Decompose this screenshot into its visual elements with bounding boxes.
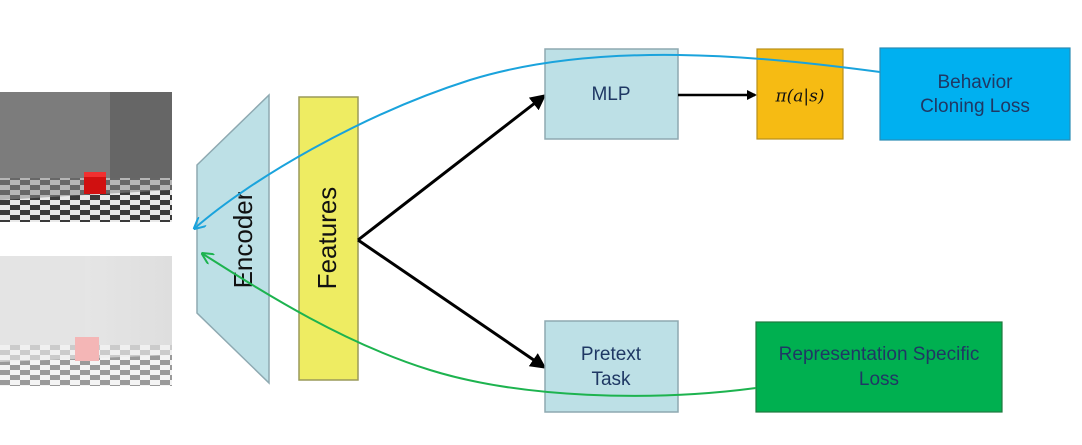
pink-cube <box>75 337 99 361</box>
rep-loss-line1: Representation Specific <box>779 344 980 365</box>
bc-loss-line2: Cloning Loss <box>920 96 1030 117</box>
rep-loss-line2: Loss <box>859 369 899 390</box>
pretext-box <box>544 320 679 413</box>
features-shape <box>298 96 359 381</box>
policy-box <box>756 48 844 140</box>
mlp-box <box>544 48 679 140</box>
bc-loss-box <box>879 47 1071 141</box>
rep-loss-block: Representation Specific Loss <box>755 321 1003 413</box>
mlp-label: MLP <box>591 84 630 105</box>
red-cube <box>84 172 106 194</box>
policy-label: π(a|s) <box>774 87 824 107</box>
input-image-rgb <box>0 92 172 222</box>
arrow-features-to-pretext <box>357 238 547 369</box>
pretext-line1: Pretext <box>581 344 642 365</box>
pretext-block: Pretext Task <box>544 320 679 413</box>
mlp-block: MLP <box>544 48 679 140</box>
features-block: Features <box>298 96 359 381</box>
bc-loss-line1: Behavior <box>938 72 1014 93</box>
arrow-features-to-mlp <box>357 94 547 242</box>
bc-loss-block: Behavior Cloning Loss <box>879 47 1071 141</box>
features-label: Features <box>312 187 342 290</box>
input-image-faded <box>0 256 172 386</box>
pretext-line2: Task <box>591 369 631 390</box>
policy-block: π(a|s) <box>756 48 844 140</box>
rep-gradient-flow <box>203 254 757 397</box>
bc-gradient-flow <box>195 53 881 228</box>
encoder-shape <box>196 93 270 385</box>
encoder-block: Encoder <box>196 93 270 385</box>
encoder-label: Encoder <box>228 191 258 288</box>
rep-loss-box <box>755 321 1003 413</box>
